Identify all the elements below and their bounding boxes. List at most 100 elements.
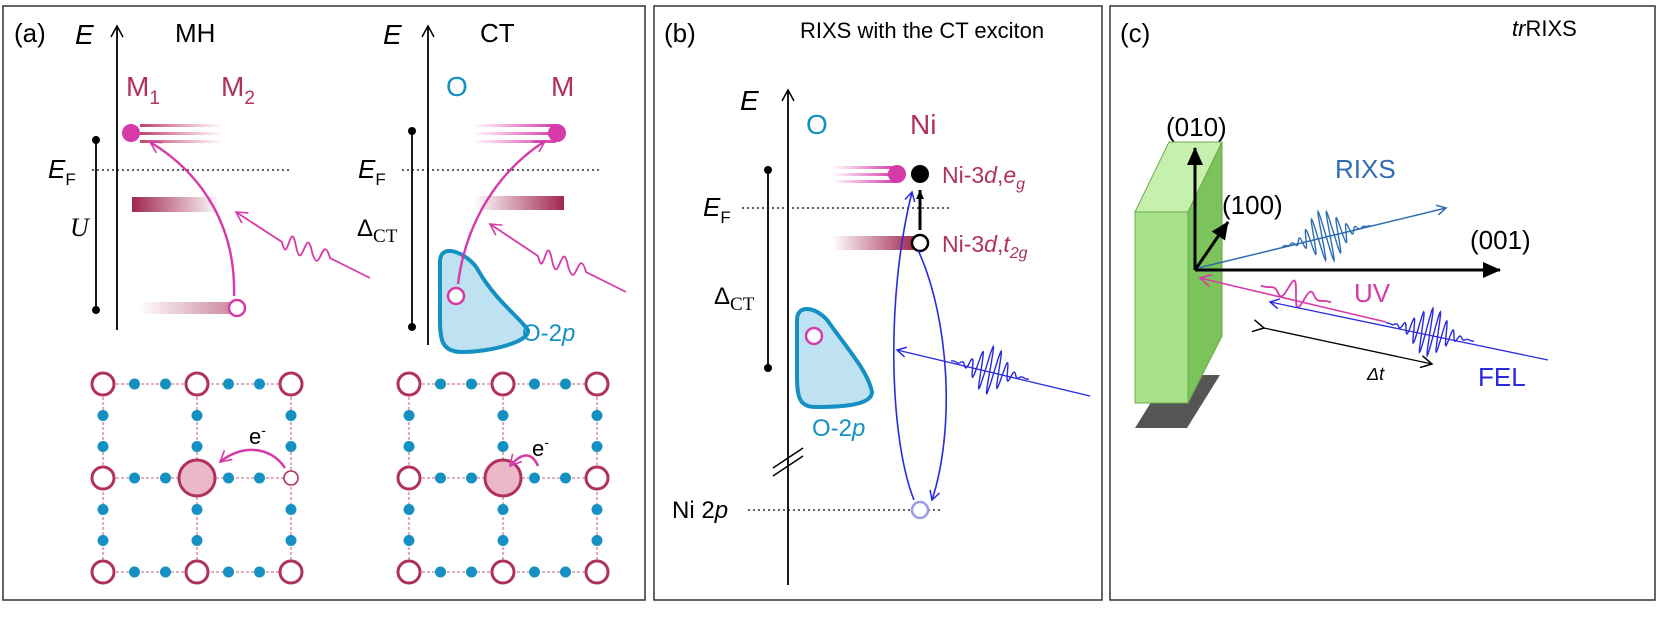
mh-u-bar-top — [92, 136, 100, 144]
oxygen-site — [435, 566, 446, 578]
oxygen-site — [529, 378, 540, 390]
oxygen-site — [591, 504, 603, 515]
metal-site-empty — [283, 470, 299, 486]
uv-label: UV — [1354, 278, 1391, 308]
ct-title: CT — [480, 18, 515, 48]
metal-site — [396, 371, 422, 397]
panel-b-label: (b) — [664, 18, 696, 48]
uv-beam — [1198, 273, 1387, 323]
b-core-label: Ni 2p — [672, 497, 728, 524]
mh-upper-band-line1 — [140, 124, 222, 127]
panel-c-label: (c) — [1120, 18, 1150, 48]
metal-site — [90, 465, 116, 491]
mh-excitation-arrow — [148, 140, 236, 297]
metal-site — [278, 371, 304, 397]
b-eg-label: Ni-3d,eg — [942, 162, 1025, 193]
b-fermi-label: EF — [703, 192, 731, 227]
oxygen-site — [591, 410, 603, 421]
metal-site — [396, 465, 422, 491]
ct-photon-wave — [488, 223, 627, 293]
oxygen-site — [591, 535, 603, 546]
oxygen-site — [466, 472, 477, 484]
oxygen-site — [97, 504, 109, 515]
ct-gap-bar-bottom — [408, 323, 416, 331]
oxygen-site — [529, 566, 540, 578]
metal-site — [584, 559, 610, 585]
mh-u-label: U — [70, 213, 91, 242]
ct-o2p-label: O-2p — [522, 320, 575, 347]
panel-c-frame — [1109, 5, 1656, 601]
oxygen-site — [129, 472, 140, 484]
b-gap-label: ΔCT — [714, 283, 755, 315]
oxygen-site — [285, 504, 297, 515]
rixs-label: RIXS — [1335, 154, 1396, 184]
oxygen-site — [97, 410, 109, 421]
oxygen-site — [403, 535, 415, 546]
b-t2g-label: Ni-3d,t2g — [942, 231, 1028, 262]
b-eg-band-line2 — [832, 173, 896, 176]
uv-wave-packet — [1260, 279, 1332, 309]
metal-site — [184, 559, 210, 585]
mh-lattice-electron-label: e- — [249, 422, 266, 449]
metal-site — [396, 559, 422, 585]
panel-a-frame — [2, 5, 646, 601]
ct-gap-bar-top — [408, 127, 416, 135]
oxygen-site — [435, 378, 446, 390]
oxygen-site — [223, 472, 234, 484]
delay-arrow — [1251, 319, 1434, 369]
oxygen-site — [223, 378, 234, 390]
ct-gap-label: ΔCT — [357, 215, 398, 247]
oxygen-site — [560, 472, 571, 484]
ct-m-label: M — [551, 71, 574, 102]
oxygen-site — [97, 441, 109, 452]
b-absorption-arrow — [917, 249, 948, 502]
oxygen-site — [160, 472, 171, 484]
b-o2p-label: O-2p — [812, 415, 865, 442]
oxygen-site — [191, 504, 203, 515]
axis-100-label: (100) — [1222, 190, 1283, 220]
ct-excitation-arrow — [456, 139, 547, 285]
metal-site — [90, 559, 116, 585]
oxygen-site — [160, 566, 171, 578]
metal-site — [490, 559, 516, 585]
axis-001-label: (001) — [1470, 225, 1531, 255]
b-o2p-hole — [804, 326, 824, 346]
b-t2g-hole — [910, 233, 930, 253]
b-o-label: O — [806, 109, 828, 140]
oxygen-site — [529, 472, 540, 484]
b-eg-electron — [911, 165, 929, 183]
b-energy-symbol: E — [740, 85, 759, 116]
metal-site — [490, 371, 516, 397]
oxygen-site — [285, 441, 297, 452]
b-axis-break-2 — [772, 455, 804, 477]
mh-u-bar-bottom — [92, 306, 100, 314]
metal-site — [278, 559, 304, 585]
oxygen-site — [403, 441, 415, 452]
oxygen-site — [591, 441, 603, 452]
oxygen-site — [435, 472, 446, 484]
b-core-hole — [910, 500, 930, 520]
mh-upper-band-line2 — [140, 132, 222, 135]
oxygen-site — [497, 410, 509, 421]
b-eg-band-line3 — [832, 180, 896, 183]
mh-electron — [122, 124, 140, 142]
xray-oscillation — [950, 344, 1030, 396]
mh-m2-label: M2 — [221, 71, 255, 109]
ct-lattice-electron-label: e- — [532, 434, 549, 461]
fel-label: FEL — [1478, 362, 1526, 392]
ct-o2p-band — [438, 248, 530, 355]
oxygen-site — [285, 535, 297, 546]
oxygen-site — [466, 566, 477, 578]
oxygen-site — [191, 441, 203, 452]
oxygen-site — [160, 378, 171, 390]
mh-title: MH — [175, 18, 215, 48]
b-gap-bar-top — [764, 166, 772, 174]
ct-lattice — [396, 371, 610, 585]
mh-lattice — [90, 371, 304, 585]
oxygen-site — [129, 378, 140, 390]
ct-hole — [446, 286, 466, 306]
panel-a-label: (a) — [14, 18, 46, 48]
b-ni-label: Ni — [910, 109, 936, 140]
ct-lattice-hop-arrow — [508, 453, 540, 468]
b-eg-band-line1 — [832, 166, 896, 169]
